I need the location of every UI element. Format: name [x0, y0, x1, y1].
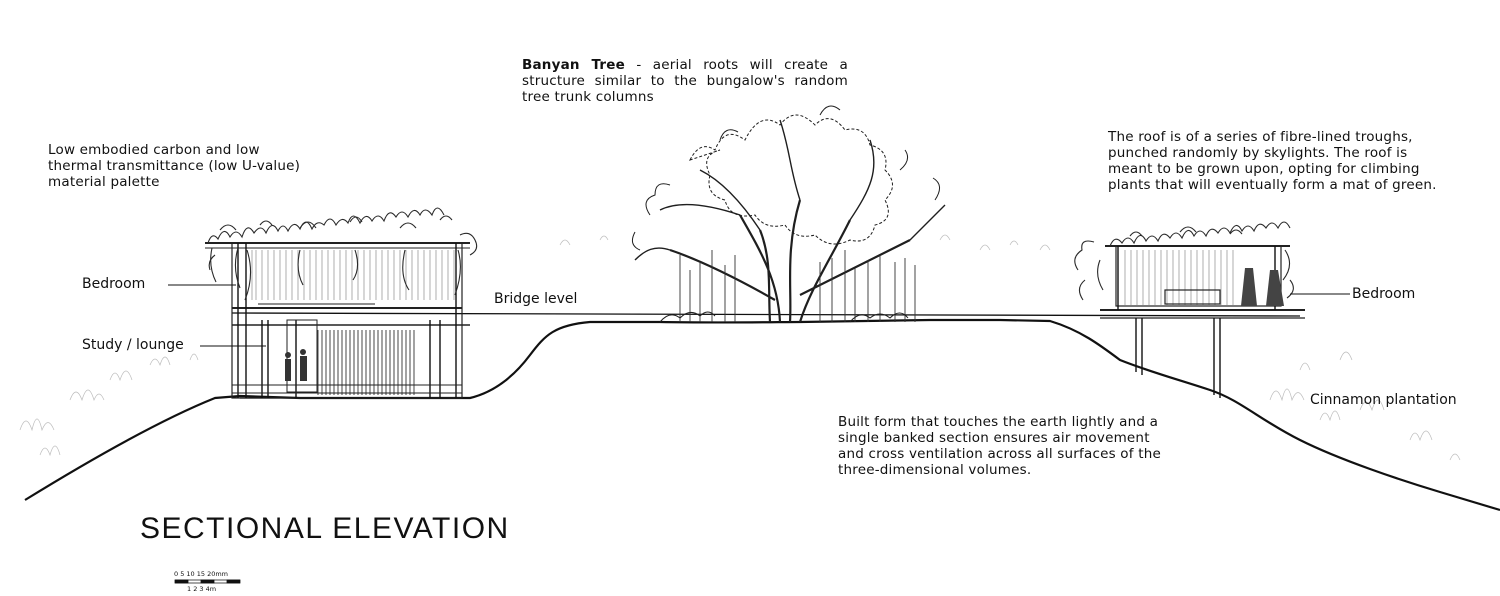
right-people-figures: [1241, 268, 1284, 306]
scale-bottom-ticks: 1 2 3 4m: [187, 585, 217, 593]
left-roof-vegetation: [207, 207, 478, 301]
banyan-tree-note: Banyan Tree - aerial roots will create a…: [522, 57, 848, 105]
right-roof-vegetation: [1074, 221, 1294, 301]
banyan-tree-heading: Banyan Tree: [522, 57, 625, 73]
scale-bar: [174, 579, 241, 584]
scale-top-ticks: 0 5 10 15 20mm: [174, 570, 229, 578]
bridge-level-label: Bridge level: [494, 291, 578, 307]
bridge-level-line: [231, 312, 1301, 317]
right-building: [1100, 245, 1305, 398]
background-vegetation: [19, 234, 1461, 461]
materials-note: Low embodied carbon and low thermal tran…: [48, 142, 301, 190]
bedroom-right-label: Bedroom: [1352, 286, 1416, 302]
built-form-note: Built form that touches the earth lightl…: [838, 414, 1161, 478]
left-building: [205, 242, 470, 399]
leader-lines: [168, 284, 1350, 347]
drawing-title: SECTIONAL ELEVATION: [140, 512, 510, 545]
roof-note: The roof is of a series of fibre-lined t…: [1108, 129, 1437, 193]
cinnamon-plantation-label: Cinnamon plantation: [1310, 392, 1457, 408]
people-figures: [285, 349, 307, 381]
study-lounge-label: Study / lounge: [82, 337, 184, 353]
banyan-tree-description: - aerial roots will create a structure s…: [522, 57, 848, 105]
bedroom-left-label: Bedroom: [82, 276, 146, 292]
banyan-tree: [631, 105, 946, 323]
